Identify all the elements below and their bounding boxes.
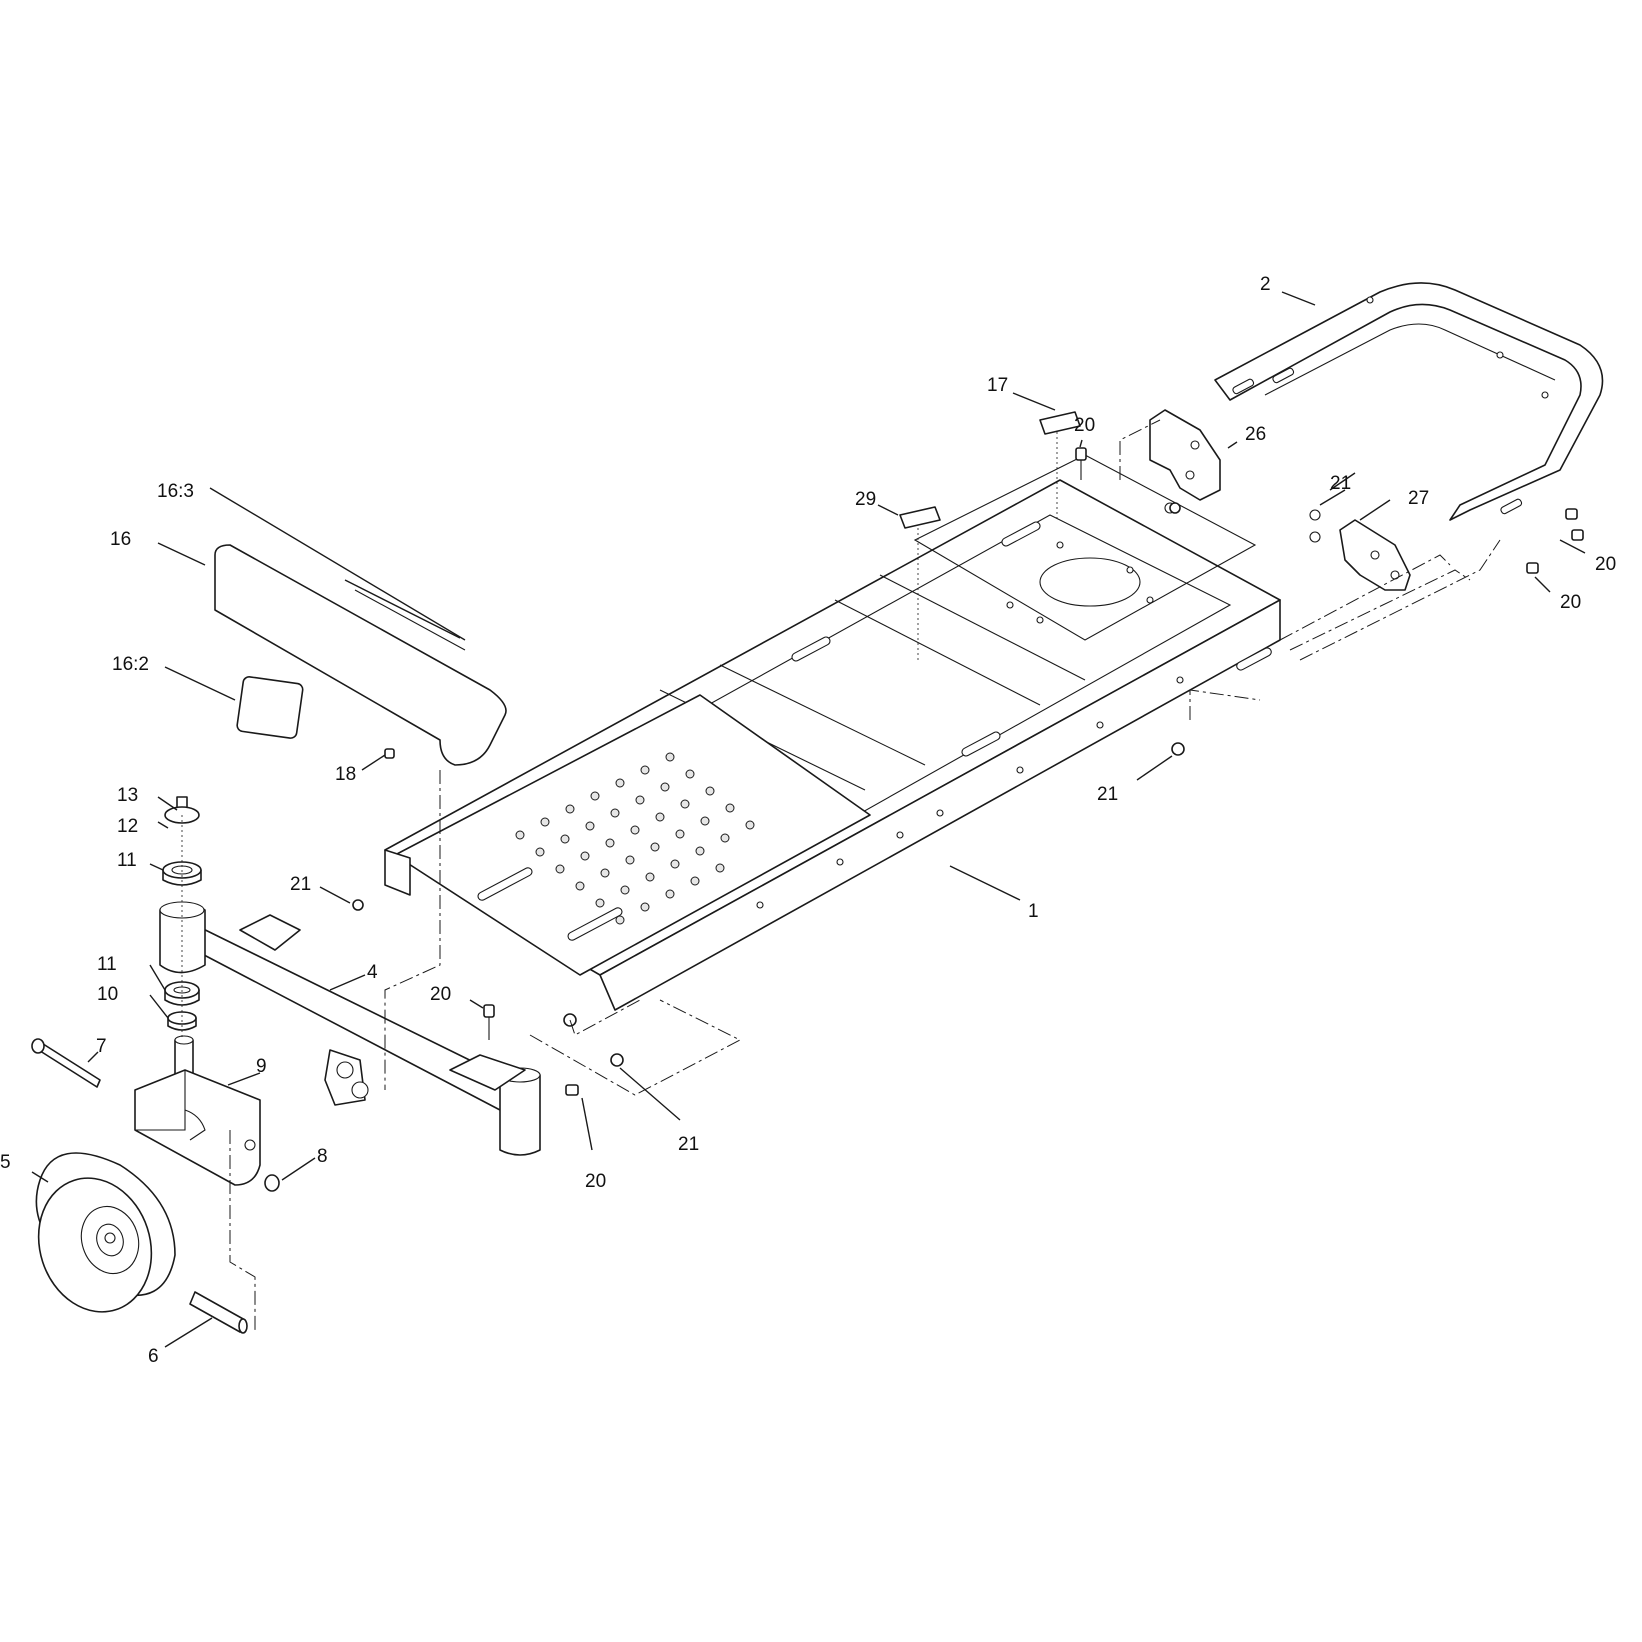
main-frame bbox=[384, 454, 1281, 1011]
callout-27: 27 bbox=[1408, 488, 1429, 509]
fastener-20-bottom bbox=[565, 1084, 579, 1096]
fastener-18 bbox=[384, 748, 395, 759]
decal-16-2 bbox=[236, 676, 304, 739]
fastener-20-rear-a bbox=[1565, 508, 1584, 541]
decal-29 bbox=[899, 506, 941, 529]
callout-5: 5 bbox=[0, 1152, 11, 1173]
callout-4: 4 bbox=[367, 962, 378, 983]
fastener-20-left bbox=[483, 1004, 495, 1040]
callout-26: 26 bbox=[1245, 424, 1266, 445]
callout-11-upper: 11 bbox=[117, 850, 137, 871]
callout-16: 16 bbox=[110, 529, 131, 550]
callout-11-lower: 11 bbox=[97, 954, 117, 975]
callout-21-rail: 21 bbox=[1097, 784, 1118, 805]
caster-arm-4 bbox=[159, 901, 541, 1156]
callout-20-bottom: 20 bbox=[585, 1171, 606, 1192]
callout-16-3: 16:3 bbox=[157, 481, 194, 502]
leader-lines bbox=[31, 291, 1586, 1348]
callout-21-left: 21 bbox=[290, 874, 311, 895]
callout-10: 10 bbox=[97, 984, 118, 1005]
nut-21 bbox=[352, 502, 1185, 1067]
fastener-20-top bbox=[1075, 447, 1087, 480]
bracket-26 bbox=[1149, 409, 1221, 514]
callout-18: 18 bbox=[335, 764, 356, 785]
callout-16-2: 16:2 bbox=[112, 654, 149, 675]
callout-21-bottom: 21 bbox=[678, 1134, 699, 1155]
perforation-grid bbox=[515, 752, 755, 925]
callout-20-top: 20 bbox=[1074, 415, 1095, 436]
callout-17: 17 bbox=[987, 375, 1008, 396]
caster-fork-9 bbox=[134, 1035, 280, 1192]
callout-13: 13 bbox=[117, 785, 138, 806]
callout-20-right: 20 bbox=[1595, 554, 1616, 575]
callout-8: 8 bbox=[317, 1146, 328, 1167]
callout-labels: 1 2 4 5 6 7 8 9 10 11 11 12 13 16 16:2 1… bbox=[0, 274, 1616, 1367]
decal-17 bbox=[1039, 411, 1081, 435]
callout-1: 1 bbox=[1028, 901, 1039, 922]
bracket-27 bbox=[1309, 509, 1411, 591]
fastener-20-rear-b bbox=[1526, 562, 1539, 574]
axle-spacer-6 bbox=[189, 1291, 248, 1334]
callout-9: 9 bbox=[256, 1056, 267, 1077]
phantom-lines bbox=[181, 419, 1501, 1330]
rops-bar bbox=[1214, 282, 1604, 521]
callout-29: 29 bbox=[855, 489, 876, 510]
callout-7: 7 bbox=[96, 1036, 107, 1057]
callout-20-left: 20 bbox=[430, 984, 451, 1005]
caster-wheel-5 bbox=[35, 1152, 176, 1313]
callout-12: 12 bbox=[117, 816, 138, 837]
callout-21-rear: 21 bbox=[1330, 473, 1351, 494]
callout-20-rear: 20 bbox=[1560, 592, 1581, 613]
callout-6: 6 bbox=[148, 1346, 159, 1367]
callout-2: 2 bbox=[1260, 274, 1271, 295]
cover-16 bbox=[214, 544, 507, 766]
axle-bolt-7 bbox=[31, 1038, 101, 1088]
